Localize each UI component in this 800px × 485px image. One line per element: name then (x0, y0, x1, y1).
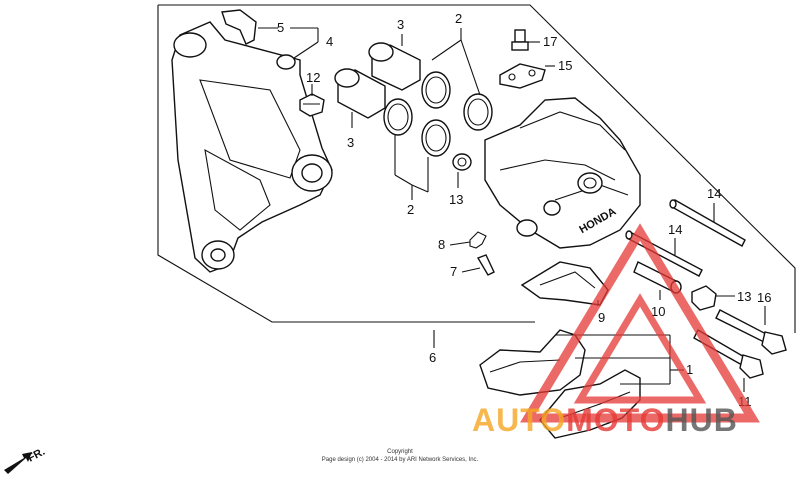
watermark-logo (520, 223, 760, 423)
callout-13-left: 13 (449, 192, 463, 207)
callout-16: 16 (757, 290, 771, 305)
caliper-body: HONDA (484, 97, 641, 249)
callout-3-top: 3 (397, 17, 404, 32)
callout-7: 7 (450, 264, 457, 279)
watermark-hub: HUB (665, 402, 738, 438)
slide-pin-long (669, 199, 746, 247)
callout-5: 5 (277, 20, 284, 35)
callout-4: 4 (326, 34, 333, 49)
pad-spring-clip (221, 9, 257, 45)
callout-8: 8 (438, 237, 445, 252)
callout-12: 12 (306, 70, 320, 85)
caliper-bracket (171, 21, 333, 273)
callout-3-left: 3 (347, 135, 354, 150)
callout-14-top: 14 (707, 186, 721, 201)
watermark-auto: AUTO (472, 402, 567, 438)
callout-10: 10 (651, 304, 665, 319)
bleeder-plate (499, 63, 546, 89)
mounting-bolt-16 (715, 309, 787, 355)
watermark-moto: MOTO (566, 402, 666, 438)
piston-upper (368, 42, 421, 91)
callout-14-mid: 14 (668, 222, 682, 237)
callout-1: 1 (686, 362, 693, 377)
boot-13-right (691, 285, 717, 311)
callout-13-right: 13 (737, 289, 751, 304)
callout-2-top: 2 (455, 11, 462, 26)
callout-9: 9 (598, 310, 605, 325)
piston-lower (334, 68, 386, 119)
bleeder-valve (511, 29, 529, 51)
pad-pin-short (476, 254, 495, 276)
watermark-text: AUTOMOTOHUB (472, 402, 738, 439)
diagram-frame (158, 4, 796, 333)
copyright-line1: Copyright (387, 449, 413, 455)
diagram-frame-left (157, 5, 535, 323)
callout-2-bottom: 2 (407, 202, 414, 217)
boot-13-left (452, 153, 472, 171)
copyright-line2: Page design (c) 2004 - 2014 by ARI Netwo… (321, 457, 479, 463)
seal-rings (383, 71, 493, 157)
callout-17: 17 (543, 34, 557, 49)
brake-pad-rear (479, 329, 586, 396)
callout-15: 15 (558, 58, 572, 73)
leader-lines (258, 27, 766, 392)
callout-6: 6 (429, 350, 436, 365)
pin-clip (469, 231, 487, 249)
